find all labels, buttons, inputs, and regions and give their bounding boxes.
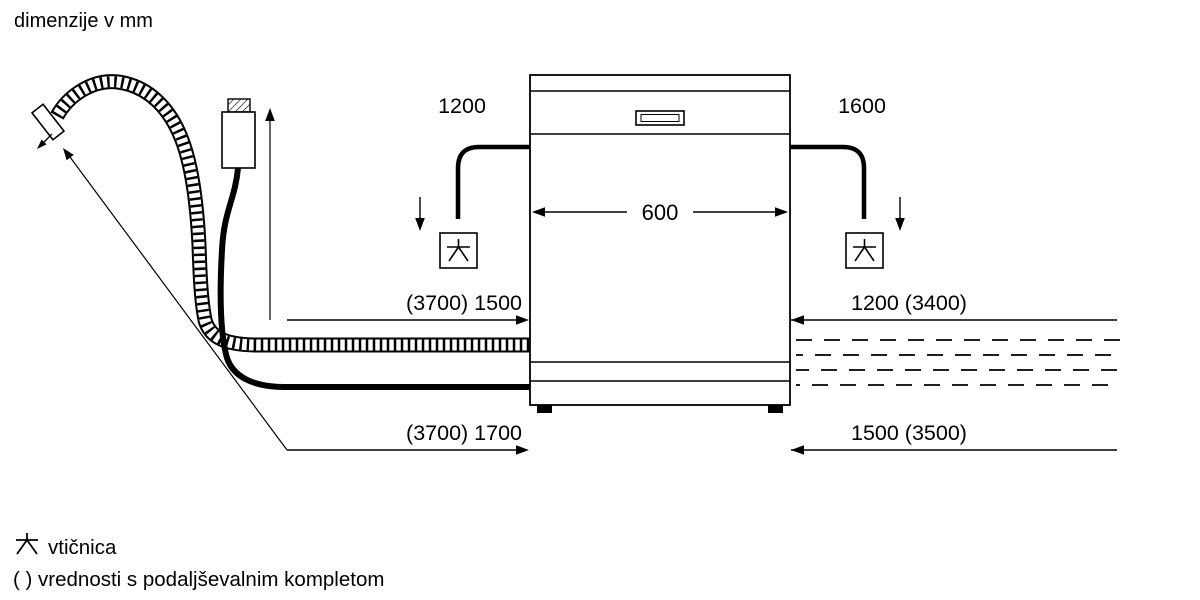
dim-hose-upper-right	[791, 315, 1117, 325]
supply-hose	[217, 167, 531, 390]
socket-left-leg2	[457, 246, 469, 262]
dim-power-cord-left-label: 1200	[438, 94, 486, 118]
dim-width-label: 600	[642, 200, 679, 225]
dim-width-head-right	[775, 207, 788, 217]
page-title: dimenzije v mm	[14, 10, 153, 32]
dim-upper-right-label: 1200 (3400)	[851, 291, 967, 315]
dim-lower-left-head	[516, 445, 529, 455]
dishwasher-foot-left	[537, 405, 552, 413]
hose-extension-dashed	[796, 339, 1120, 386]
dim-power-cord-right-label: 1600	[838, 94, 886, 118]
tap-valve-cap	[227, 98, 251, 113]
dim-upper-left-label: (3700) 1500	[406, 291, 522, 315]
dim-lower-left-label: (3700) 1700	[406, 421, 522, 445]
dim-upper-right-head	[791, 315, 804, 325]
dim-lower-right-label: 1500 (3500)	[851, 421, 967, 445]
socket-left-box	[439, 232, 478, 269]
cord-arrow-left	[415, 197, 425, 231]
drain-hose-ribs	[52, 76, 531, 351]
socket-icon-left	[439, 232, 478, 269]
dishwasher-handle-inner	[640, 114, 680, 122]
dim-hose-lower-left	[287, 445, 529, 455]
legend-socket-label: vtičnica	[48, 536, 117, 559]
dishwasher	[529, 74, 791, 413]
drain-hose-end-cap	[30, 103, 66, 141]
legend-socket-leg1	[16, 539, 28, 555]
tap-valve	[221, 98, 256, 169]
dim-width-head-left	[532, 207, 545, 217]
drain-hose	[30, 74, 531, 353]
leader-vertical-head	[265, 108, 275, 121]
dim-lower-right-head	[791, 445, 804, 455]
power-cord-left	[455, 144, 530, 219]
tap-valve-body	[221, 111, 256, 169]
socket-right-leg1	[854, 246, 866, 262]
cord-arrow-right-head	[895, 218, 905, 231]
dim-width	[532, 196, 788, 226]
cord-arrow-left-head	[415, 218, 425, 231]
dim-upper-left-head	[516, 315, 529, 325]
legend-socket-icon	[16, 533, 38, 555]
cord-arrow-right	[895, 197, 905, 231]
socket-right-box	[845, 232, 884, 269]
leader-diagonal-head	[63, 148, 74, 161]
leader-diagonal	[66, 152, 288, 451]
dishwasher-foot-right	[768, 405, 783, 413]
socket-right-leg2	[863, 246, 875, 262]
legend-socket-leg2	[26, 539, 38, 555]
leader-lines	[63, 108, 288, 451]
socket-icon-right	[845, 232, 884, 269]
dim-hose-lower-right	[791, 445, 1117, 455]
power-cord-right	[790, 144, 867, 219]
drain-hose-end-arrowhead	[37, 139, 47, 149]
dim-width-label-bg	[627, 196, 693, 226]
dim-hose-upper-left	[287, 315, 529, 325]
legend-extension-note: ( ) vrednosti s podaljševalnim kompletom	[13, 568, 384, 591]
socket-left-leg1	[448, 246, 460, 262]
dishwasher-outline	[529, 74, 791, 406]
